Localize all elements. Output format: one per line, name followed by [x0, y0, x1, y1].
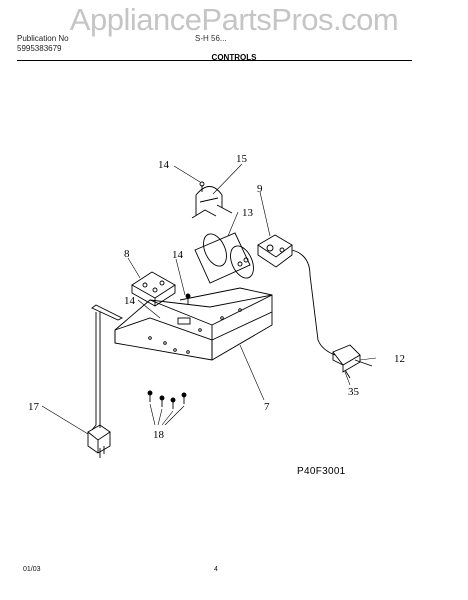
- callout-17: 17: [28, 401, 40, 413]
- callout-12: 12: [394, 353, 405, 365]
- figure-code: P40F3001: [297, 466, 346, 477]
- model-number: S-H 56...: [195, 34, 227, 43]
- watermark-logo: AppliancePartsPros.com: [69, 2, 399, 37]
- publication-label: Publication No: [17, 34, 69, 43]
- callout-9: 9: [257, 183, 263, 195]
- callout-15: 15: [236, 153, 248, 165]
- callout-18: 18: [153, 429, 165, 441]
- control-tray: [114, 287, 273, 361]
- power-cord: [87, 304, 124, 458]
- page-number: 4: [214, 566, 218, 573]
- section-title: CONTROLS: [211, 53, 257, 62]
- capacitor-bracket: [191, 186, 233, 219]
- sensor-bulb: [332, 344, 373, 379]
- callout-35: 35: [348, 386, 360, 398]
- terminal-block: [131, 271, 176, 307]
- publication-block: Publication No 5995383679: [17, 34, 69, 54]
- callout-14-mid: 14: [172, 249, 184, 261]
- callout-14-top: 14: [158, 159, 170, 171]
- callout-8: 8: [124, 248, 130, 260]
- screws-18: [147, 390, 187, 409]
- callout-14-left: 14: [124, 295, 136, 307]
- callout-13: 13: [242, 207, 254, 219]
- publication-number: 5995383679: [17, 44, 62, 53]
- header-rule: [17, 60, 412, 61]
- screw-top: [199, 181, 205, 192]
- callout-7: 7: [264, 401, 270, 413]
- thermostat: [257, 234, 336, 356]
- screw-mid: [185, 293, 191, 304]
- leader-lines: [41, 163, 377, 435]
- footer-date: 01/03: [23, 566, 41, 573]
- run-capacitor: [194, 232, 254, 284]
